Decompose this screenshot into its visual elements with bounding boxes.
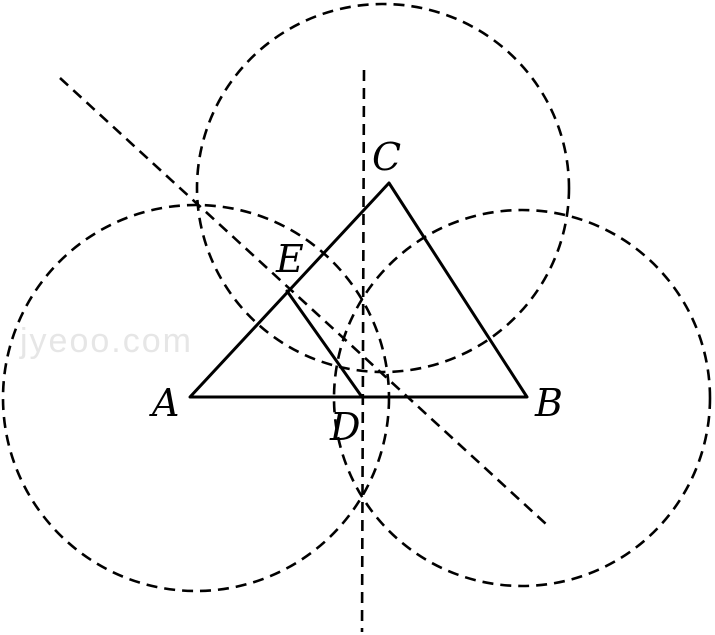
vertical-bisector-line bbox=[360, 69, 366, 633]
point-label-d: D bbox=[329, 405, 360, 449]
segment-ed bbox=[285, 289, 364, 399]
point-label-b: B bbox=[534, 381, 563, 425]
diagonal-bisector-line bbox=[59, 77, 547, 525]
watermark-text: jyeoo.com bbox=[19, 322, 193, 360]
point-label-c: C bbox=[372, 135, 401, 179]
point-label-e: E bbox=[275, 237, 304, 281]
point-label-a: A bbox=[149, 381, 179, 425]
construction-circle-c bbox=[195, 2, 571, 374]
triangle-abc bbox=[188, 181, 529, 399]
construction-circle-b bbox=[332, 208, 712, 588]
